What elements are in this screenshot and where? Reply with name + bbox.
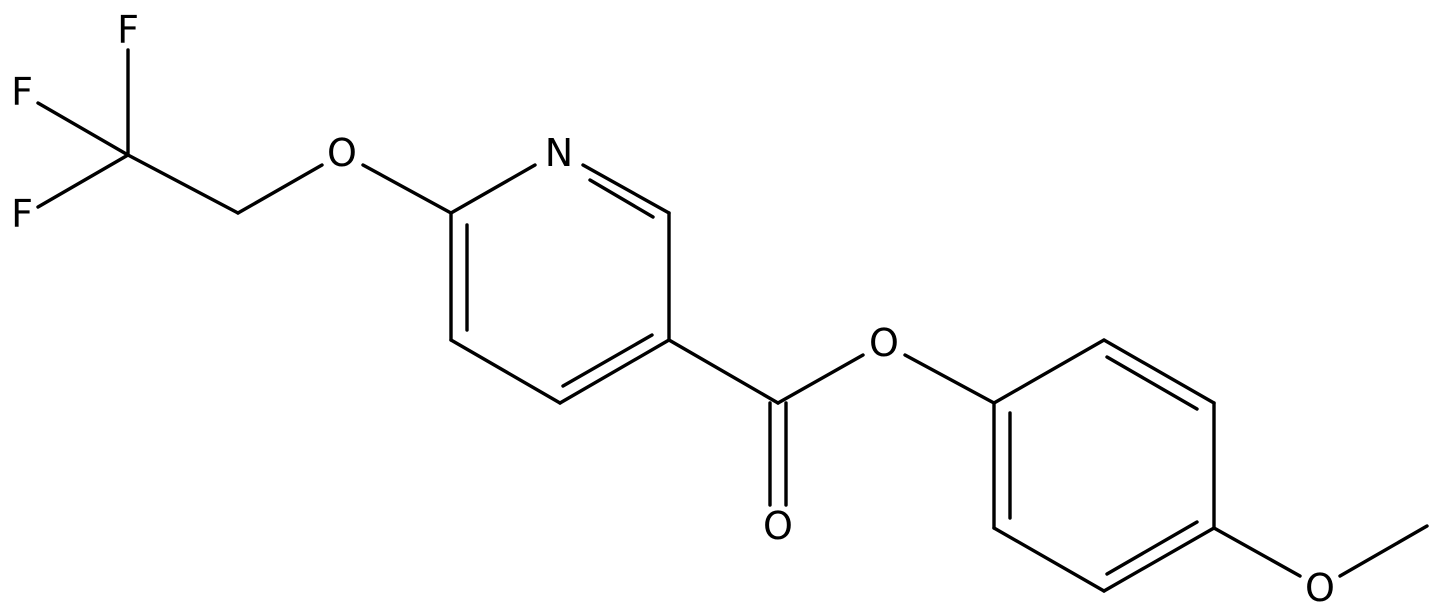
bond-ph-o-methoxy (1212, 526, 1302, 578)
atom-label-f-left: F (11, 70, 33, 114)
atom-label-o-methoxy: O (1305, 566, 1335, 610)
atom-labels: F F F O N O O O (11, 8, 1335, 610)
bond-ph-c2-c3-inner (1105, 355, 1199, 411)
bond-ring-n-c2-inner (588, 178, 655, 219)
bond-ph-c4-c5-inner (1105, 520, 1199, 576)
atom-label-f-top: F (117, 8, 139, 52)
atom-label-o-ester: O (869, 321, 899, 365)
bond-cf3-f3 (36, 153, 130, 209)
bond-ph-c2-c3 (1102, 338, 1216, 405)
bond-ring-c4-c5 (449, 338, 562, 405)
bond-o-ester-phenyl (903, 353, 996, 405)
bond-ring-n-c2 (581, 163, 671, 215)
bond-cf3-f2 (36, 101, 130, 157)
atom-label-n-pyridine: N (545, 131, 573, 175)
bond-ch2-o-ether (236, 163, 324, 215)
bond-o-ether-ring (361, 163, 453, 215)
bond-carbonyl-c-o-ester (776, 353, 865, 405)
bond-ph-c1-c2 (992, 338, 1106, 405)
bond-o-methoxy-ch3 (1338, 524, 1429, 578)
bond-ring-c3-c4-inner (561, 333, 654, 388)
bond-ring-c6-n (449, 163, 537, 215)
bond-ring-c3-c4 (558, 338, 671, 405)
atom-label-f-bottom: F (11, 192, 33, 236)
bond-ring-carbonyl-c (667, 338, 780, 405)
bond-cf3-ch2 (126, 153, 240, 215)
atom-label-o-carbonyl: O (763, 504, 793, 548)
atom-label-o-ether: O (327, 131, 357, 175)
bond-ph-c5-c6 (992, 526, 1106, 593)
bonds (36, 48, 1429, 593)
bond-ph-c4-c5 (1102, 526, 1216, 593)
